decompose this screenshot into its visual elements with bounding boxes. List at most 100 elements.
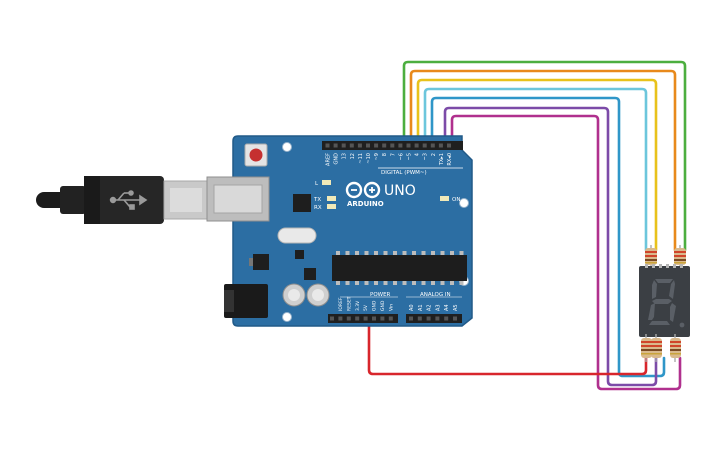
usb-cable[interactable] (36, 176, 209, 224)
pin-hole[interactable] (380, 316, 385, 321)
resistor[interactable] (651, 334, 662, 362)
pin-hole[interactable] (453, 316, 457, 321)
wire-green[interactable] (402, 60, 687, 252)
crystal (277, 227, 317, 244)
wire-cyan[interactable] (423, 87, 648, 252)
display-segments (648, 279, 685, 328)
digital-pin-label: ~9 (374, 153, 380, 160)
pin-hole[interactable] (438, 143, 443, 148)
wire-magenta[interactable] (450, 114, 682, 391)
segment-c (670, 303, 676, 322)
digital-pin-label: GND (334, 153, 340, 165)
chip-pin (421, 251, 426, 255)
segment-d (649, 321, 670, 325)
pin-hole[interactable] (338, 316, 343, 321)
led-rx-label: RX (314, 205, 322, 211)
pin-hole[interactable] (409, 316, 413, 321)
pin-hole[interactable] (374, 143, 379, 148)
wire-yellow[interactable] (416, 78, 658, 252)
resistors-bottom (641, 334, 681, 362)
digital-pin-label: 2 (431, 153, 437, 156)
resistor[interactable] (670, 334, 681, 362)
pin-hole[interactable] (388, 316, 393, 321)
chip-pin (345, 281, 350, 285)
digital-label: DIGITAL (PWM~) (381, 170, 427, 176)
chip-pin (336, 281, 340, 285)
led-l (322, 180, 331, 185)
pin-hole[interactable] (363, 316, 368, 321)
power-pin-label: Vin (388, 304, 394, 311)
digital-pin-label: ~5 (407, 153, 413, 160)
chip-pin (431, 281, 435, 285)
pin-hole[interactable] (426, 316, 431, 321)
chip-pins (336, 251, 464, 285)
chip-pin (355, 251, 359, 255)
small-component (295, 250, 304, 259)
led-on (440, 196, 449, 201)
power-pin-label: GND (380, 300, 386, 311)
analog-label: ANALOG IN (420, 292, 451, 298)
wire-red[interactable] (367, 316, 648, 376)
analog-pin-label: A3 (435, 304, 441, 311)
pin-hole[interactable] (417, 316, 422, 321)
pin-hole[interactable] (422, 143, 427, 148)
pin-hole[interactable] (349, 143, 354, 148)
pin-hole[interactable] (430, 143, 435, 148)
pin-hole[interactable] (398, 143, 403, 148)
usb-cable-neck (60, 186, 86, 214)
pin-hole[interactable] (372, 316, 376, 321)
chip-pin (440, 281, 445, 285)
wires (367, 60, 687, 391)
pin-hole[interactable] (333, 143, 338, 148)
pin-hole[interactable] (447, 143, 451, 148)
chip-pin (459, 281, 464, 285)
segment-f (652, 280, 657, 299)
led-rx (327, 204, 336, 209)
pin-hole[interactable] (406, 143, 411, 148)
capacitor-top (312, 289, 324, 301)
pin-hole[interactable] (366, 143, 370, 148)
reset-button[interactable] (249, 148, 263, 162)
wire-purple[interactable] (443, 106, 658, 387)
pin-hole[interactable] (330, 316, 334, 321)
analog-pin-label: A5 (453, 304, 459, 311)
digital-pin-label: TX▸1 (439, 153, 445, 166)
pin-hole[interactable] (357, 143, 362, 148)
mounting-hole (282, 142, 292, 152)
chip-pin (421, 281, 426, 285)
pin-hole[interactable] (346, 316, 351, 321)
usb-plug-metal-inner (170, 188, 202, 212)
power-label: POWER (370, 292, 391, 298)
chip-pin (412, 281, 416, 285)
power-jack (224, 284, 268, 318)
pin-hole[interactable] (435, 316, 440, 321)
resistor[interactable] (641, 334, 652, 362)
led-l-label: L (315, 181, 319, 187)
chip-pin (450, 281, 454, 285)
led-on-label: ON (452, 197, 460, 203)
pin-hole[interactable] (341, 143, 346, 148)
chip-pin (355, 281, 359, 285)
chip-pin (383, 281, 388, 285)
chip-pin (345, 251, 350, 255)
brand-text: ARDUINO (347, 200, 384, 208)
wire-blue[interactable] (430, 96, 666, 378)
usb-plug-ridge (84, 176, 100, 224)
chip-pin (402, 281, 407, 285)
pin-hole[interactable] (414, 143, 419, 148)
chip-pin (336, 251, 340, 255)
pin-hole[interactable] (382, 143, 387, 148)
pin-hole[interactable] (325, 143, 330, 148)
pin-hole[interactable] (390, 143, 395, 148)
seven-segment-display[interactable] (639, 264, 690, 337)
digital-pin-label: 8 (382, 153, 388, 156)
usb-symbol-icon (109, 190, 148, 210)
pin-hole[interactable] (355, 316, 360, 321)
chip-pin (364, 251, 369, 255)
pin-hole[interactable] (444, 316, 449, 321)
bottom-pin-holes (330, 316, 457, 321)
analog-header (406, 314, 462, 323)
wire-orange[interactable] (409, 69, 677, 252)
chip-pin (459, 251, 464, 255)
